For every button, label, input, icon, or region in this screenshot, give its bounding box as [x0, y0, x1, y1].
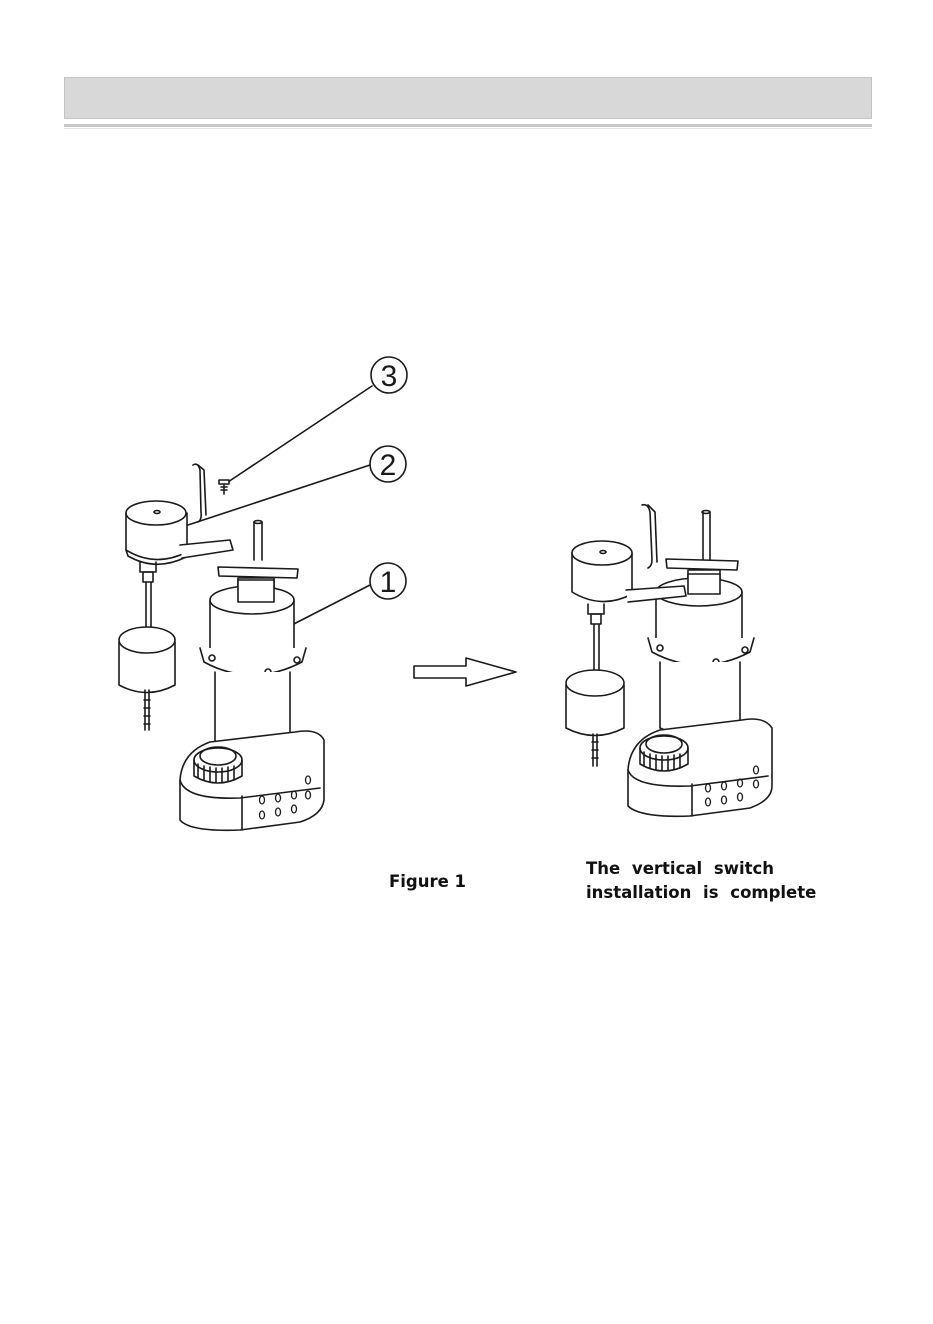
callout-3-leader — [228, 386, 372, 482]
header-rule — [64, 124, 872, 127]
completion-caption-line2: installation is complete — [586, 881, 816, 905]
assembled-pump — [566, 505, 772, 817]
svg-text:1: 1 — [380, 566, 397, 599]
callout-2: 2 — [370, 446, 406, 482]
installation-illustration: 3 2 1 — [0, 340, 933, 860]
screw-part — [219, 480, 229, 494]
float-ball-part — [119, 627, 175, 730]
pump-body-part — [180, 521, 324, 831]
callout-1-leader — [286, 585, 370, 628]
section-header-bar — [64, 77, 872, 119]
callout-2-leader — [188, 465, 370, 525]
callout-3: 3 — [371, 357, 407, 393]
direction-arrow — [414, 658, 516, 686]
callout-1: 1 — [370, 563, 406, 599]
completion-caption: The vertical switch installation is comp… — [586, 857, 816, 905]
svg-text:2: 2 — [380, 449, 397, 482]
completion-caption-line1: The vertical switch — [586, 857, 816, 881]
svg-text:3: 3 — [381, 360, 398, 393]
figure-caption: Figure 1 — [389, 872, 466, 891]
header-rule-thin — [64, 128, 872, 129]
